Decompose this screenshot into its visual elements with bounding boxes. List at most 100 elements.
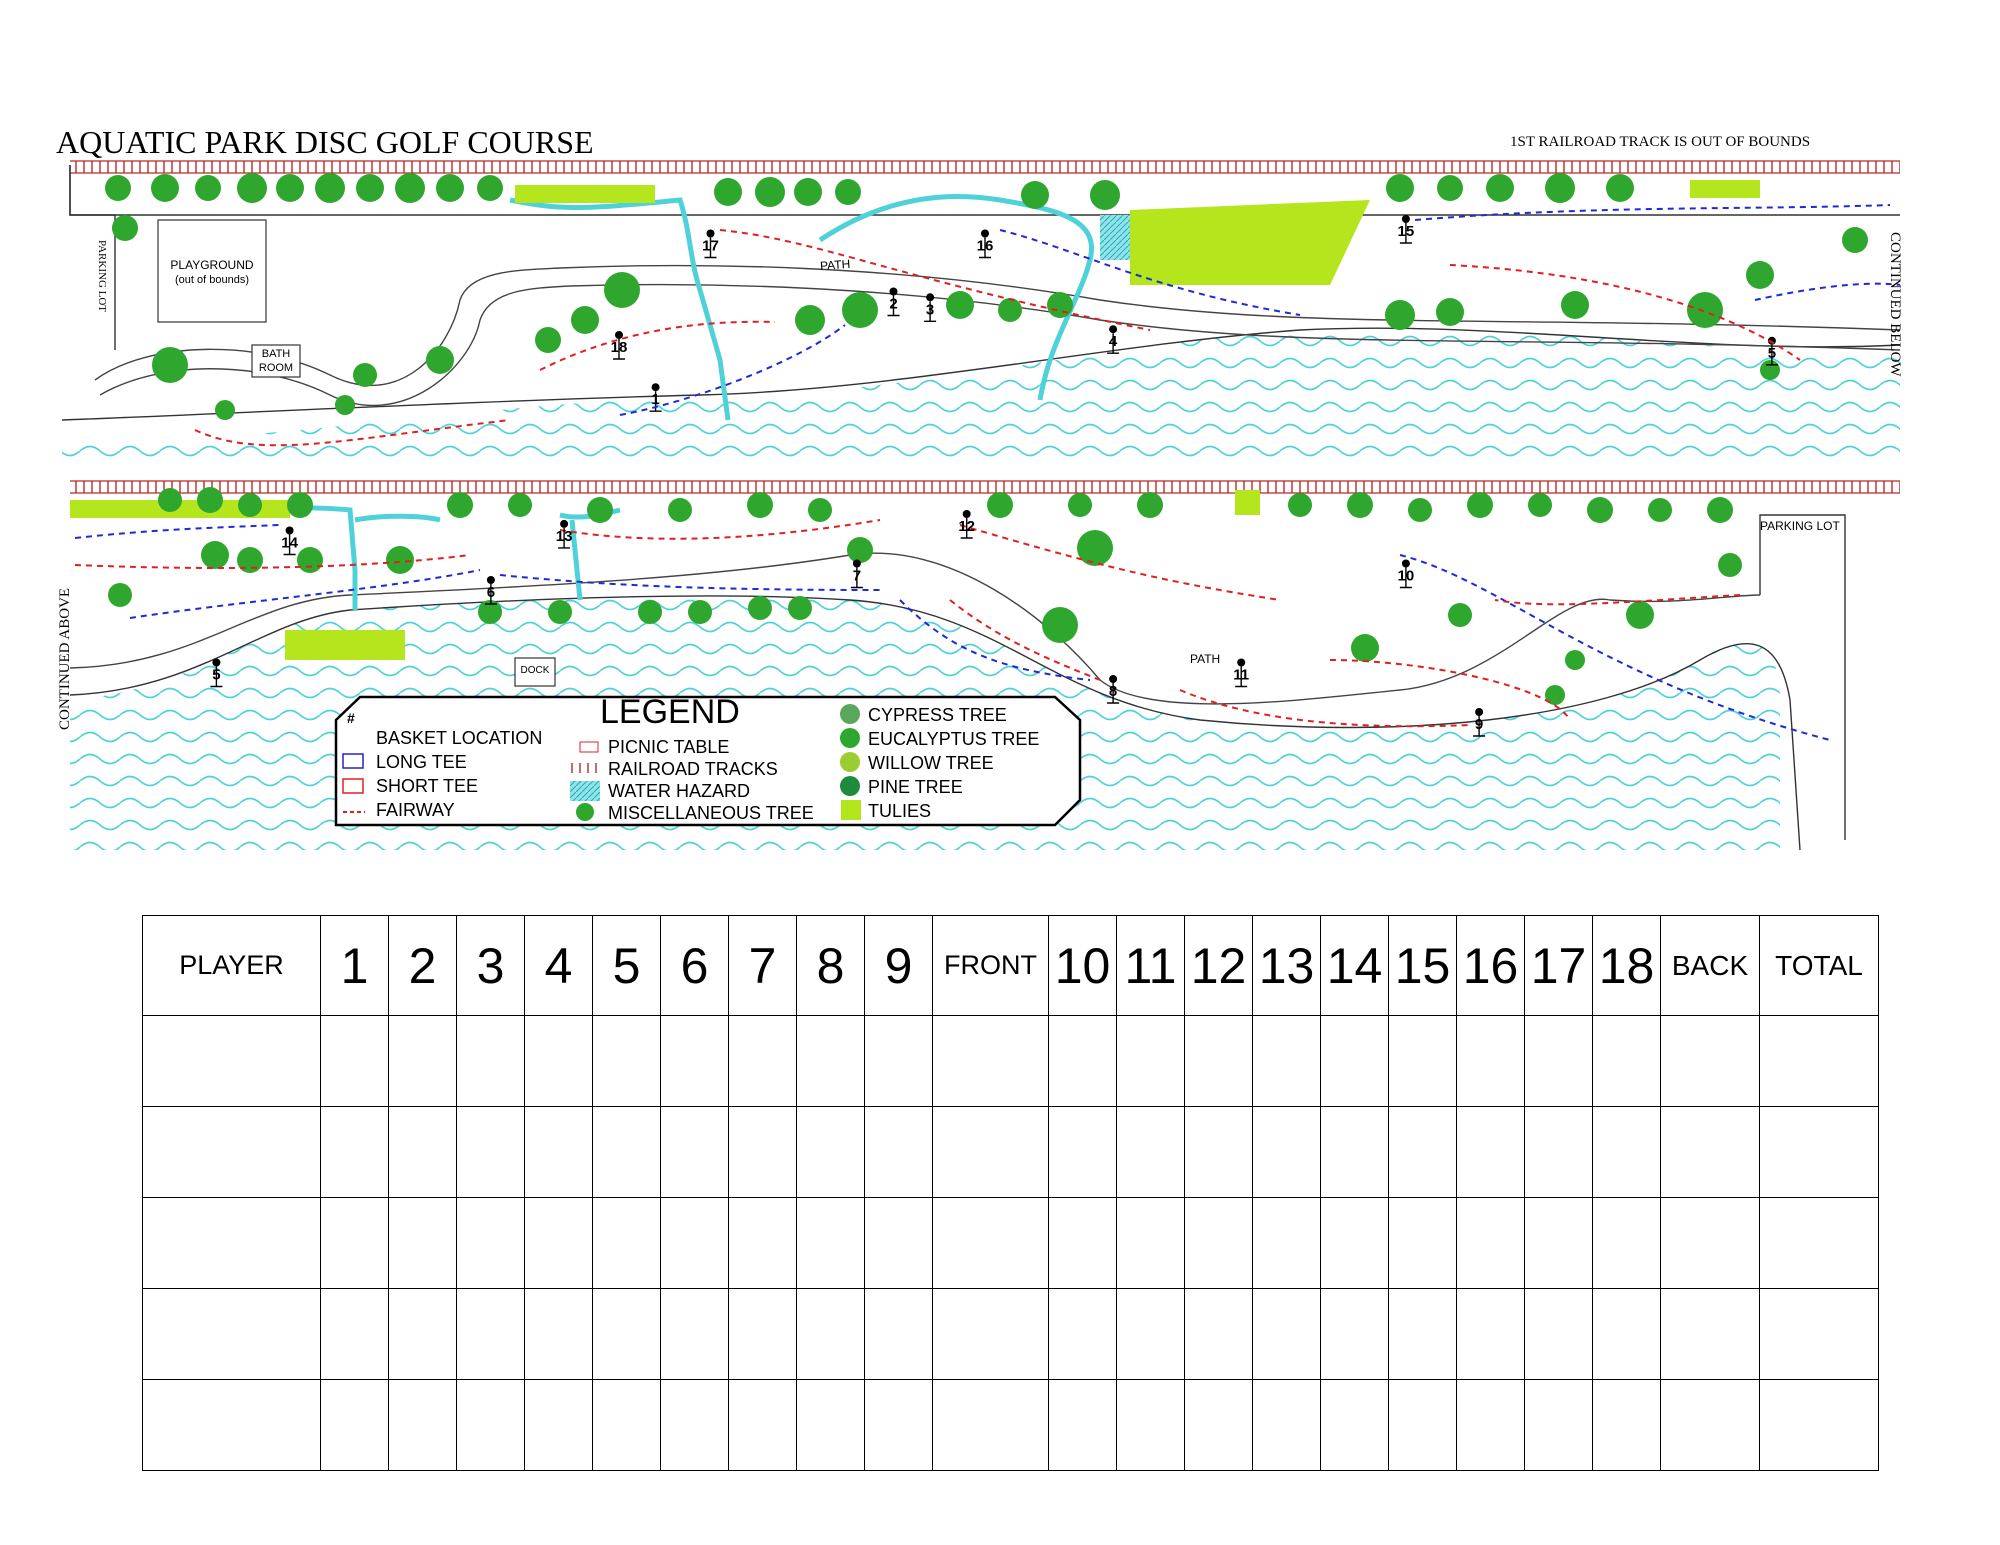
- score-cell-hole-12[interactable]: [1184, 1288, 1253, 1380]
- score-cell-hole-3[interactable]: [456, 1379, 525, 1471]
- score-cell-hole-7[interactable]: [728, 1288, 797, 1380]
- score-cell-front[interactable]: [932, 1288, 1049, 1380]
- score-cell-hole-1[interactable]: [320, 1379, 389, 1471]
- score-cell-hole-10[interactable]: [1048, 1379, 1117, 1471]
- score-cell-hole-8[interactable]: [796, 1197, 865, 1289]
- score-cell-player[interactable]: [142, 1197, 321, 1289]
- score-cell-hole-8[interactable]: [796, 1015, 865, 1107]
- score-cell-hole-18[interactable]: [1592, 1197, 1661, 1289]
- score-cell-hole-2[interactable]: [388, 1379, 457, 1471]
- score-cell-hole-18[interactable]: [1592, 1379, 1661, 1471]
- score-cell-hole-18[interactable]: [1592, 1015, 1661, 1107]
- score-cell-hole-6[interactable]: [660, 1379, 729, 1471]
- score-cell-hole-9[interactable]: [864, 1106, 933, 1198]
- score-cell-hole-2[interactable]: [388, 1106, 457, 1198]
- score-cell-hole-13[interactable]: [1252, 1106, 1321, 1198]
- score-cell-front[interactable]: [932, 1379, 1049, 1471]
- score-cell-hole-15[interactable]: [1388, 1288, 1457, 1380]
- score-cell-hole-3[interactable]: [456, 1288, 525, 1380]
- score-cell-hole-7[interactable]: [728, 1379, 797, 1471]
- score-cell-hole-14[interactable]: [1320, 1288, 1389, 1380]
- score-cell-hole-13[interactable]: [1252, 1015, 1321, 1107]
- score-cell-back[interactable]: [1660, 1197, 1760, 1289]
- score-cell-back[interactable]: [1660, 1015, 1760, 1107]
- score-cell-hole-1[interactable]: [320, 1197, 389, 1289]
- score-cell-back[interactable]: [1660, 1379, 1760, 1471]
- score-cell-hole-16[interactable]: [1456, 1288, 1525, 1380]
- score-cell-hole-12[interactable]: [1184, 1197, 1253, 1289]
- score-cell-hole-5[interactable]: [592, 1197, 661, 1289]
- score-cell-hole-11[interactable]: [1116, 1106, 1185, 1198]
- score-cell-hole-5[interactable]: [592, 1015, 661, 1107]
- score-cell-hole-7[interactable]: [728, 1015, 797, 1107]
- score-cell-hole-6[interactable]: [660, 1197, 729, 1289]
- score-cell-hole-11[interactable]: [1116, 1197, 1185, 1289]
- score-cell-player[interactable]: [142, 1288, 321, 1380]
- score-cell-hole-4[interactable]: [524, 1015, 593, 1107]
- score-cell-hole-3[interactable]: [456, 1106, 525, 1198]
- score-cell-hole-9[interactable]: [864, 1288, 933, 1380]
- score-cell-hole-16[interactable]: [1456, 1015, 1525, 1107]
- score-cell-hole-5[interactable]: [592, 1379, 661, 1471]
- score-cell-hole-15[interactable]: [1388, 1106, 1457, 1198]
- score-cell-hole-17[interactable]: [1524, 1288, 1593, 1380]
- score-cell-hole-8[interactable]: [796, 1379, 865, 1471]
- score-cell-hole-13[interactable]: [1252, 1288, 1321, 1380]
- score-cell-hole-4[interactable]: [524, 1379, 593, 1471]
- score-cell-total[interactable]: [1759, 1197, 1879, 1289]
- score-cell-hole-9[interactable]: [864, 1015, 933, 1107]
- score-cell-hole-9[interactable]: [864, 1379, 933, 1471]
- score-cell-player[interactable]: [142, 1106, 321, 1198]
- score-cell-total[interactable]: [1759, 1106, 1879, 1198]
- score-cell-hole-3[interactable]: [456, 1015, 525, 1107]
- score-cell-total[interactable]: [1759, 1288, 1879, 1380]
- score-cell-hole-11[interactable]: [1116, 1015, 1185, 1107]
- score-cell-hole-17[interactable]: [1524, 1379, 1593, 1471]
- score-cell-hole-7[interactable]: [728, 1197, 797, 1289]
- score-cell-hole-11[interactable]: [1116, 1379, 1185, 1471]
- score-cell-hole-1[interactable]: [320, 1288, 389, 1380]
- score-cell-front[interactable]: [932, 1197, 1049, 1289]
- score-cell-hole-10[interactable]: [1048, 1197, 1117, 1289]
- score-cell-hole-10[interactable]: [1048, 1288, 1117, 1380]
- score-cell-hole-12[interactable]: [1184, 1015, 1253, 1107]
- score-cell-hole-13[interactable]: [1252, 1197, 1321, 1289]
- score-cell-hole-16[interactable]: [1456, 1106, 1525, 1198]
- score-cell-hole-11[interactable]: [1116, 1288, 1185, 1380]
- score-cell-hole-4[interactable]: [524, 1288, 593, 1380]
- score-cell-hole-12[interactable]: [1184, 1379, 1253, 1471]
- score-cell-hole-3[interactable]: [456, 1197, 525, 1289]
- score-cell-hole-9[interactable]: [864, 1197, 933, 1289]
- score-cell-hole-10[interactable]: [1048, 1106, 1117, 1198]
- score-cell-hole-8[interactable]: [796, 1106, 865, 1198]
- score-cell-hole-14[interactable]: [1320, 1197, 1389, 1289]
- score-cell-hole-16[interactable]: [1456, 1379, 1525, 1471]
- score-cell-back[interactable]: [1660, 1288, 1760, 1380]
- score-cell-hole-17[interactable]: [1524, 1197, 1593, 1289]
- score-cell-player[interactable]: [142, 1379, 321, 1471]
- score-cell-hole-2[interactable]: [388, 1197, 457, 1289]
- score-cell-player[interactable]: [142, 1015, 321, 1107]
- score-cell-total[interactable]: [1759, 1379, 1879, 1471]
- score-cell-hole-10[interactable]: [1048, 1015, 1117, 1107]
- score-cell-hole-17[interactable]: [1524, 1106, 1593, 1198]
- score-cell-hole-8[interactable]: [796, 1288, 865, 1380]
- score-cell-hole-14[interactable]: [1320, 1106, 1389, 1198]
- score-cell-hole-4[interactable]: [524, 1106, 593, 1198]
- score-cell-hole-16[interactable]: [1456, 1197, 1525, 1289]
- score-cell-hole-14[interactable]: [1320, 1379, 1389, 1471]
- score-cell-hole-18[interactable]: [1592, 1288, 1661, 1380]
- score-cell-hole-14[interactable]: [1320, 1015, 1389, 1107]
- score-cell-total[interactable]: [1759, 1015, 1879, 1107]
- score-cell-hole-18[interactable]: [1592, 1106, 1661, 1198]
- score-cell-hole-5[interactable]: [592, 1106, 661, 1198]
- score-cell-hole-6[interactable]: [660, 1106, 729, 1198]
- score-cell-hole-15[interactable]: [1388, 1015, 1457, 1107]
- score-cell-hole-4[interactable]: [524, 1197, 593, 1289]
- score-cell-hole-12[interactable]: [1184, 1106, 1253, 1198]
- score-cell-hole-2[interactable]: [388, 1288, 457, 1380]
- score-cell-hole-15[interactable]: [1388, 1197, 1457, 1289]
- score-cell-back[interactable]: [1660, 1106, 1760, 1198]
- score-cell-front[interactable]: [932, 1015, 1049, 1107]
- score-cell-hole-13[interactable]: [1252, 1379, 1321, 1471]
